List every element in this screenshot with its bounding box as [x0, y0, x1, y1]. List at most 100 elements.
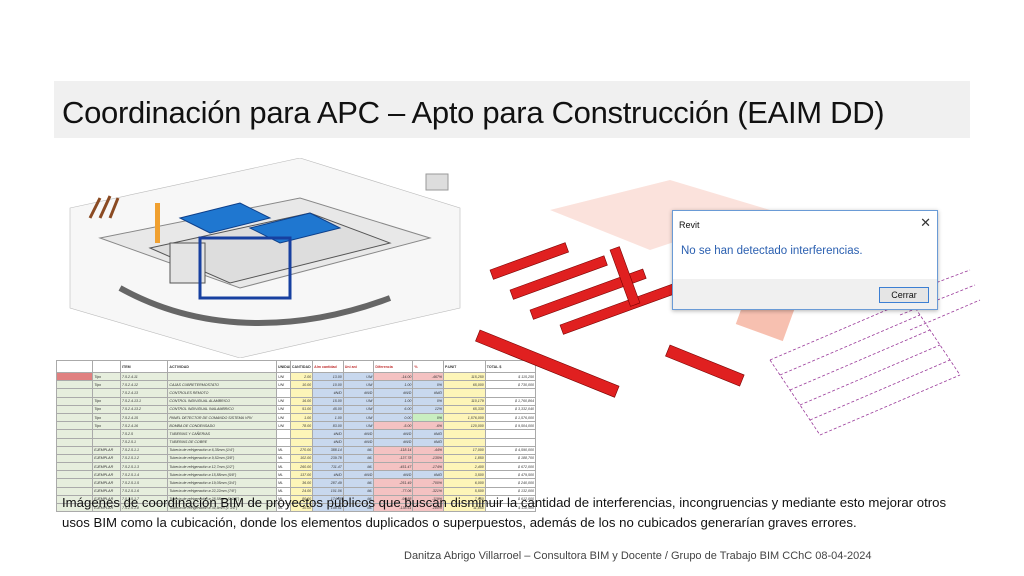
slide-caption: Imágenes de coordinación BIM de proyecto… — [62, 495, 947, 530]
table-cell: -5.00 — [373, 421, 414, 431]
table-cell: CONTROL INDIVIDUAL INALAMBRICO — [167, 404, 277, 414]
table-cell: UNI — [275, 412, 291, 423]
table-cell — [55, 453, 94, 464]
table-cell — [92, 437, 122, 447]
table-cell: $ 479,500 — [484, 470, 537, 480]
table-cell — [55, 502, 94, 513]
table-cell: 6.00 — [373, 404, 414, 414]
table-cell: #N/D — [342, 470, 375, 480]
close-icon[interactable]: ✕ — [920, 215, 931, 230]
dialog-footer: Cerrar — [673, 279, 937, 309]
table-cell: #N/D — [312, 388, 344, 398]
table-cell: UNI — [342, 396, 375, 406]
table-cell — [275, 437, 291, 447]
table-cell: #N/D — [342, 429, 375, 439]
table-cell: 7.5.2.4.16 — [120, 421, 169, 431]
table-cell: 7.5.2.5.1.1 — [120, 445, 169, 455]
table-cell: UNI — [275, 396, 291, 406]
table-cell: 7.5.2.4.12 — [120, 380, 169, 390]
quantity-takeoff-table: ITEMACTIVIDADUNIDADCANTIDADAlm cantidadU… — [55, 360, 537, 513]
table-cell: ACTIVIDAD — [167, 360, 277, 373]
table-cell: -118.14 — [373, 445, 414, 455]
table-cell: #N/D — [412, 470, 445, 480]
table-cell: #N/D — [342, 388, 375, 398]
table-cell: #N/D — [342, 437, 375, 447]
table-cell: 270.00 — [289, 445, 314, 455]
table-cell: -137.78 — [373, 453, 414, 464]
table-cell: EJEMPLAR — [92, 478, 122, 488]
table-cell: ML — [275, 478, 291, 488]
table-cell: 7.5.2.5.1.2 — [120, 453, 169, 464]
table-cell: 2.00 — [289, 371, 314, 382]
table-cell: 102.00 — [289, 453, 314, 464]
table-cell: $ 240,000 — [484, 478, 537, 488]
table-cell: Tipo — [92, 380, 122, 390]
table-cell: #N/D — [312, 470, 344, 480]
table-cell: ML — [275, 462, 291, 472]
table-cell — [167, 371, 277, 382]
table-cell: Tipo — [92, 396, 122, 406]
table-cell: #N/D — [373, 470, 414, 480]
table-cell: 78.00 — [289, 421, 314, 431]
table-cell: 7.5.2.5 — [120, 429, 169, 439]
table-cell: 260.00 — [289, 462, 314, 472]
table-cell — [55, 360, 94, 373]
table-cell: 0% — [412, 412, 445, 423]
table-cell: UNI — [275, 380, 291, 390]
table-cell: EJEMPLAR — [92, 445, 122, 455]
table-cell: 10.00 — [312, 380, 344, 390]
table-cell: -467% — [412, 371, 445, 382]
table-cell: $ 118,500 — [484, 502, 537, 513]
table-cell: 7.5.2.4.13.1 — [120, 396, 169, 406]
table-cell: #N/D — [412, 429, 445, 439]
table-cell: -6% — [412, 421, 445, 431]
table-cell: #N/D — [312, 437, 344, 447]
table-cell: Tipo — [92, 412, 122, 423]
table-cell — [55, 445, 94, 455]
table-cell: ML — [342, 462, 375, 472]
table-cell: -700% — [412, 478, 445, 488]
table-cell: UNI — [275, 421, 291, 431]
title-bar: Coordinación para APC – Apto para Constr… — [54, 81, 970, 138]
table-cell: BOMBA DE CONDENSADO — [167, 421, 277, 431]
table-cell — [55, 396, 94, 406]
table-cell: TUBERIAS DE COBRE — [167, 437, 277, 447]
table-cell: #N/D — [373, 388, 414, 398]
table-cell: 1.00 — [373, 396, 414, 406]
table-cell: CONTROL INDIVIDUAL ALAMBRICO — [167, 396, 277, 406]
table-cell: ML — [342, 453, 375, 464]
table-cell: 1.00 — [373, 380, 414, 390]
table-cell — [289, 437, 314, 447]
table-cell: 1.00 — [289, 412, 314, 423]
table-cell: 7.5.2.5.1.3 — [120, 462, 169, 472]
table-cell: ML — [275, 445, 291, 455]
table-cell: Tipo — [92, 371, 122, 382]
dialog-message: No se han detectado interferencias. — [681, 245, 863, 257]
table-cell: 0.00 — [373, 412, 414, 423]
table-cell: 7.5.2.4.13.2 — [120, 404, 169, 414]
table-cell: 7.5.2.5.1 — [120, 437, 169, 447]
table-cell — [55, 388, 94, 398]
table-cell: -451.47 — [373, 462, 414, 472]
close-button[interactable]: Cerrar — [879, 287, 929, 303]
slide-title: Coordinación para APC – Apto para Constr… — [62, 95, 885, 130]
table-cell: 6,000 — [443, 478, 486, 488]
table-cell: PANEL DETECTOR DE COMANDO SISTEMA VRV — [167, 412, 277, 423]
table-cell — [55, 429, 94, 439]
table-cell: 45.00 — [312, 404, 344, 414]
table-cell: EJEMPLAR — [92, 453, 122, 464]
table-cell — [289, 429, 314, 439]
table-cell — [55, 462, 94, 472]
table-cell: 7.5.2.4.15 — [120, 412, 169, 423]
table-cell: Uni ani — [342, 360, 375, 373]
slide-footer: Danitza Abrigo Villarroel – Consultora B… — [404, 550, 872, 562]
table-cell: CANTIDAD — [289, 360, 314, 373]
